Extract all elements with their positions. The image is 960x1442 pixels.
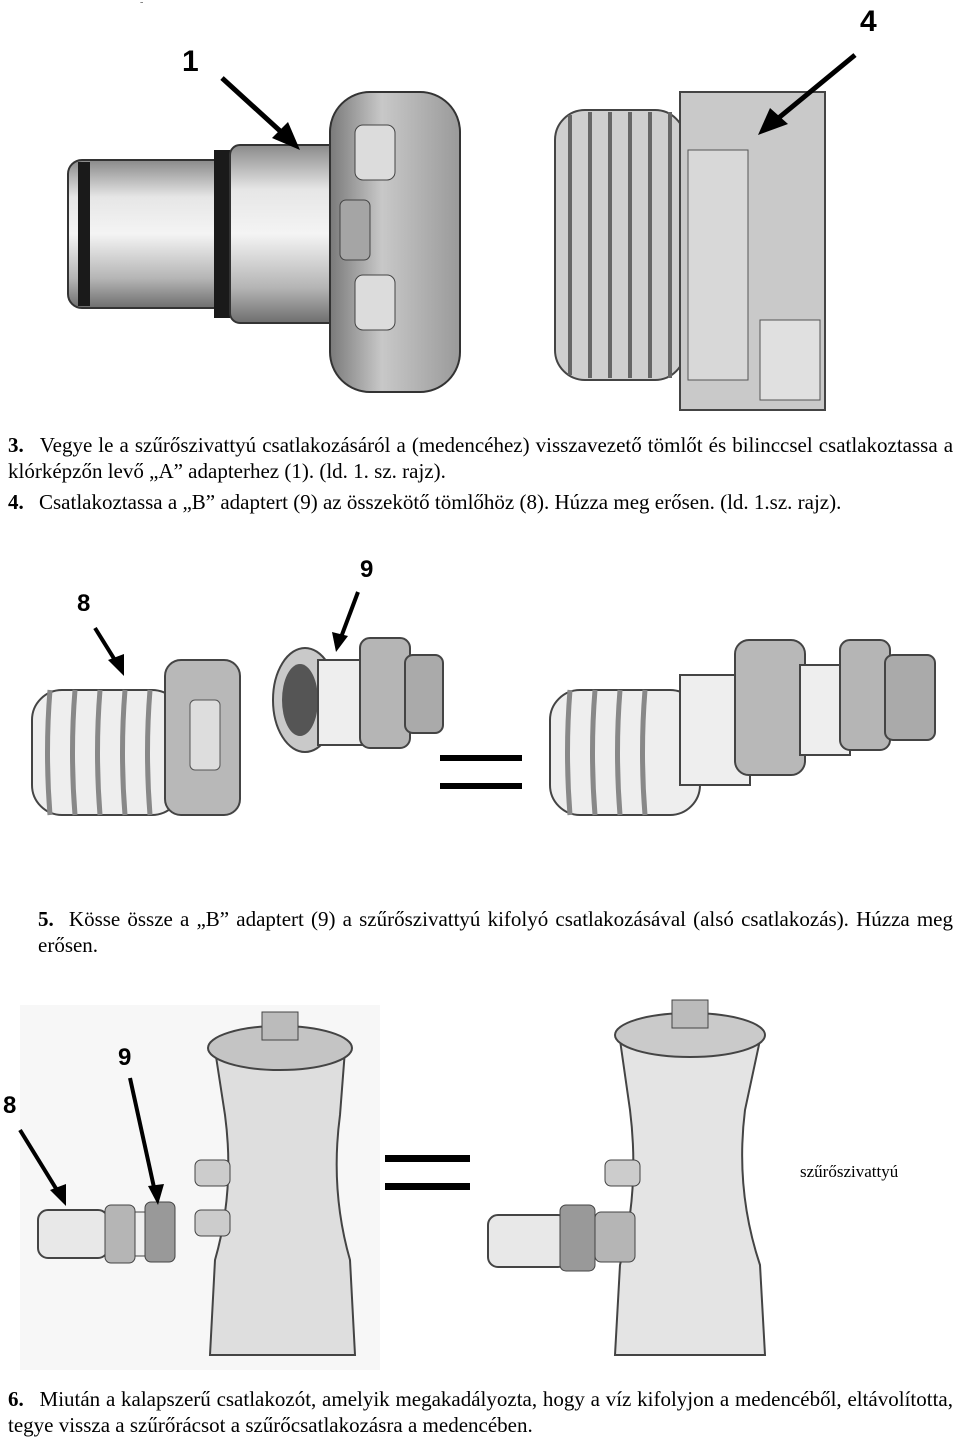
step-5: 5. Kösse össze a „B” adaptert (9) a szűr… (38, 906, 953, 958)
figure-3-drawing (18, 999, 767, 1356)
label-4: 4 (860, 5, 877, 38)
equals-sign-fig3-top (385, 1155, 470, 1162)
equals-sign-fig2-top (440, 755, 522, 761)
adapter-ring-1 (78, 162, 90, 306)
assembly-right (549, 639, 936, 816)
figure-1-drawing: - (67, 0, 857, 411)
arrow-1 (220, 76, 292, 142)
step-3-text: Vegye le a szűrőszivattyú csatlakozásáró… (8, 433, 954, 483)
thread-lines (568, 112, 672, 378)
arrow-4 (768, 53, 857, 127)
label-9-fig3: 9 (118, 1044, 132, 1071)
equals-sign-fig2-bottom (440, 783, 522, 789)
label-8-fig3: 8 (3, 1092, 17, 1119)
step-6-text: Miután a kalapszerű csatlakozót, amelyik… (8, 1387, 953, 1437)
hose-adapter-left (37, 1201, 176, 1264)
step-4-number: 4. (8, 490, 24, 514)
pump-caption: szűrőszivattyú (800, 1162, 899, 1181)
step-4-text: Csatlakoztassa a „B” adaptert (9) az öss… (39, 490, 842, 514)
figure-2-drawing (31, 591, 936, 816)
step-3: 3. Vegye le a szűrőszivattyú csatlakozás… (8, 432, 953, 484)
step-4: 4. Csatlakoztassa a „B” adaptert (9) az … (8, 489, 953, 515)
svg-text:-: - (140, 0, 143, 8)
label-9-fig2: 9 (360, 556, 374, 583)
step-5-number: 5. (38, 907, 54, 931)
arrow-9-fig2 (338, 591, 360, 641)
equals-sign-fig3-bottom (385, 1183, 470, 1190)
step-5-text: Kösse össze a „B” adaptert (9) a szűrősz… (38, 907, 954, 957)
adapter-ring-2 (214, 150, 230, 318)
pump-right (487, 999, 767, 1356)
step-6-number: 6. (8, 1387, 24, 1411)
step-3-number: 3. (8, 433, 24, 457)
arrow-9-fig3 (128, 1077, 157, 1193)
step-6: 6. Miután a kalapszerű csatlakozót, amel… (8, 1386, 953, 1438)
label-1: 1 (182, 45, 199, 78)
label-8-fig2: 8 (77, 590, 91, 617)
arrow-8-fig3 (18, 1128, 62, 1197)
pump-left (194, 1011, 357, 1356)
